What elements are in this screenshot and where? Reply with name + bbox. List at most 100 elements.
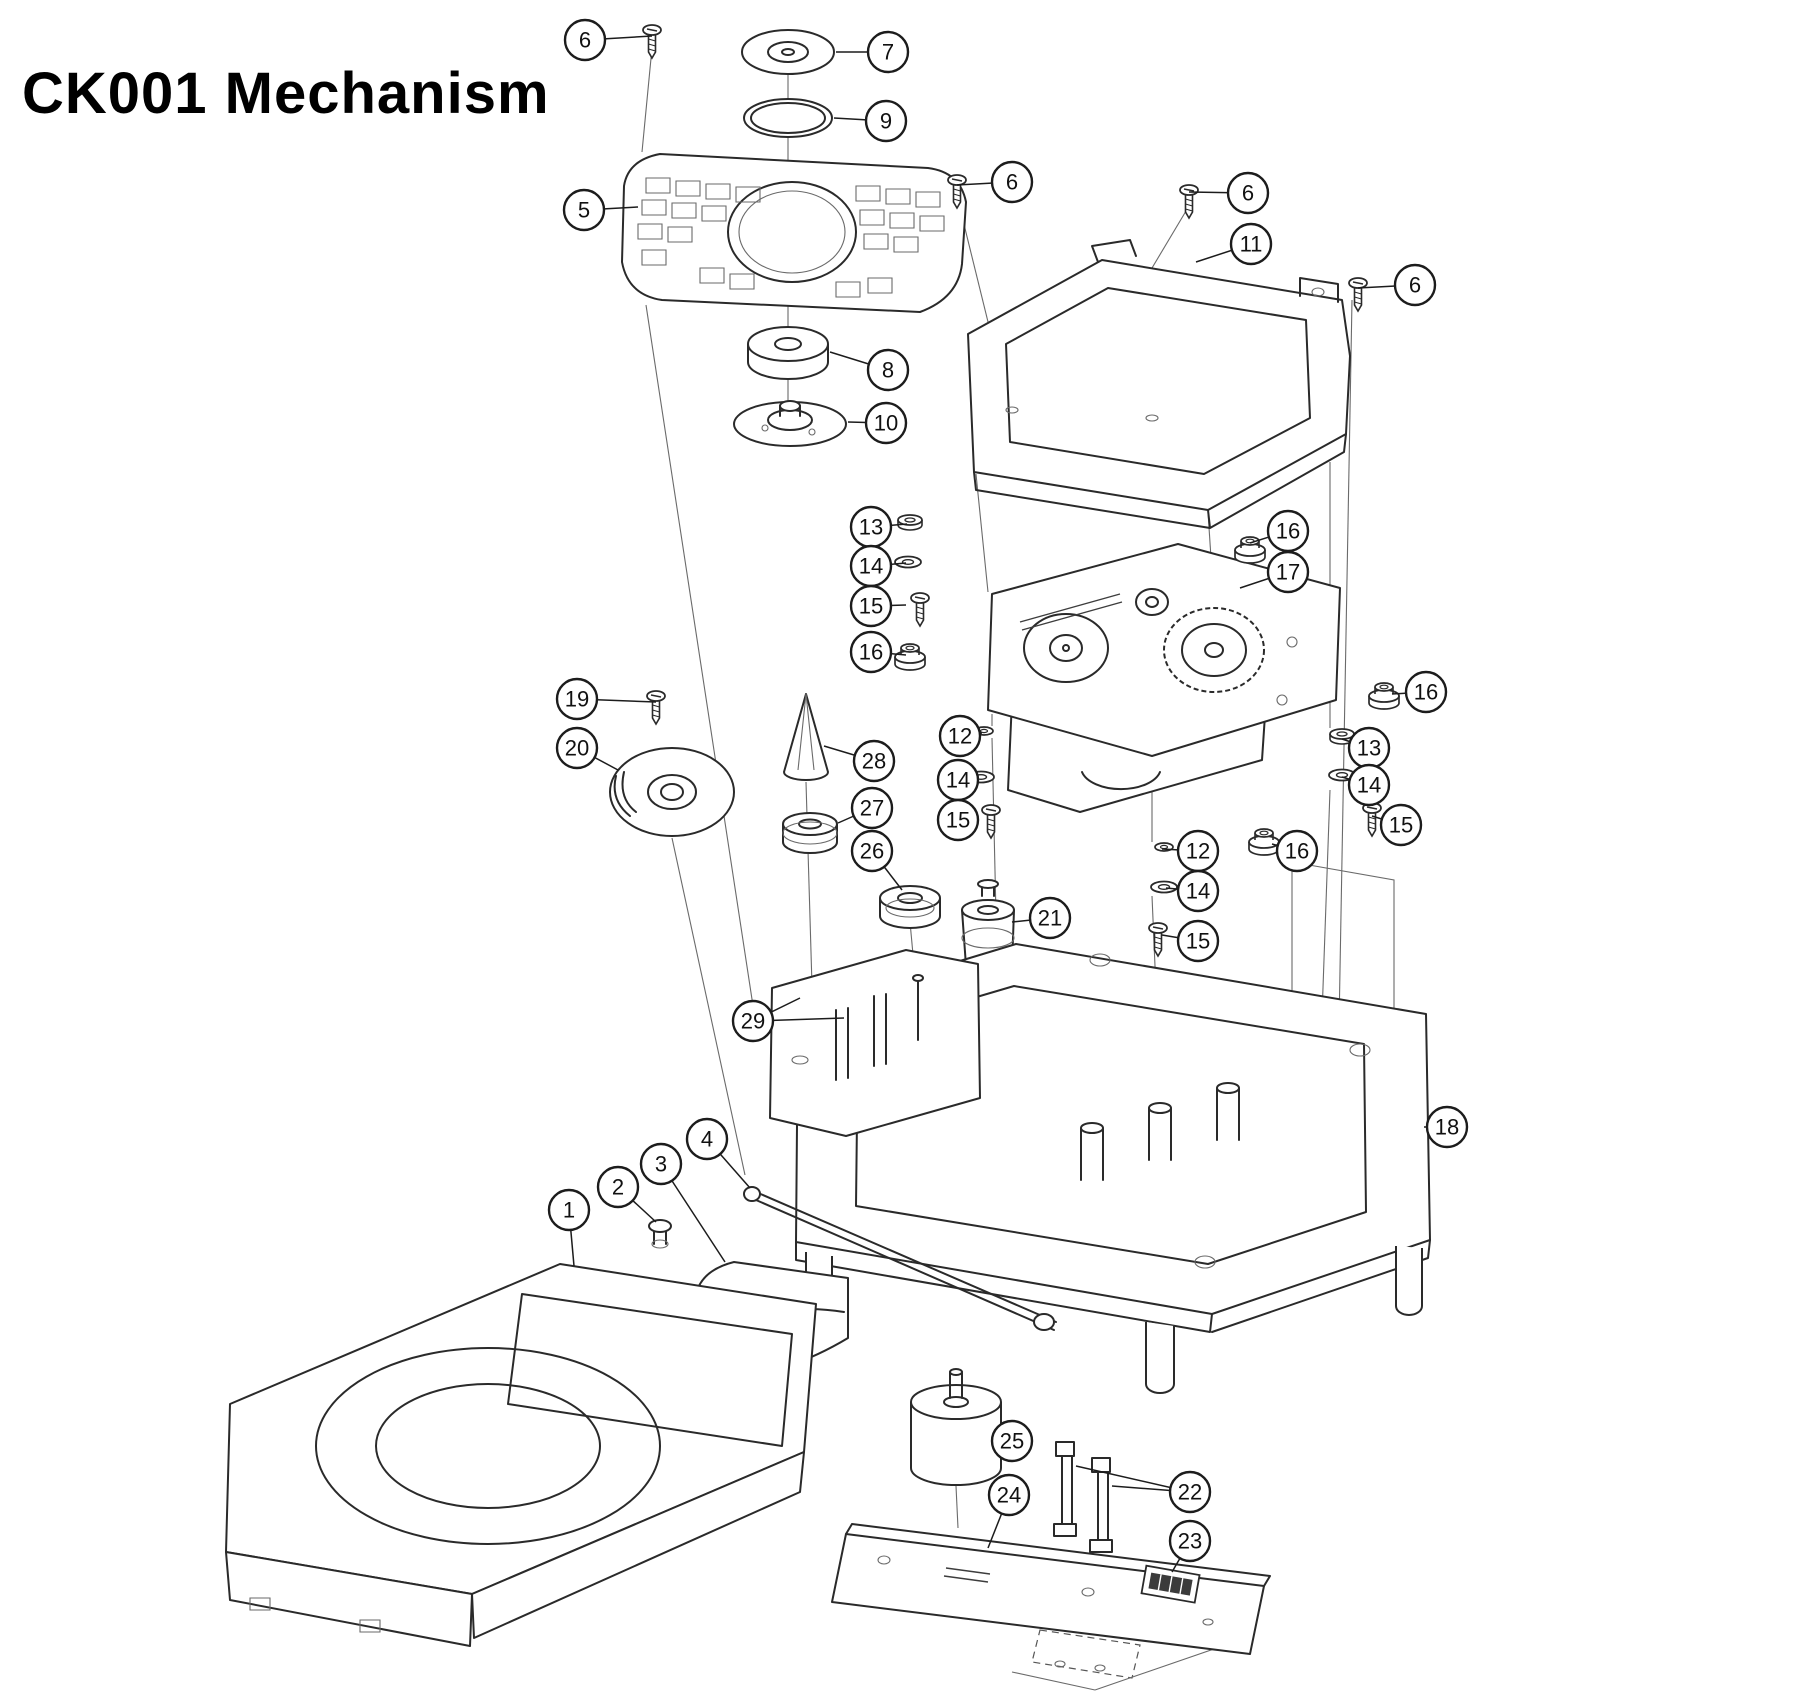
screw-15: [910, 592, 930, 627]
callout-14: 14: [936, 758, 980, 802]
part-17-traverse-assembly: [987, 543, 1341, 813]
callout-number: 7: [882, 40, 894, 65]
callout-number: 2: [612, 1175, 624, 1200]
callout-15: 15: [1371, 803, 1423, 847]
washer-14: [1150, 880, 1178, 894]
spacer-13: [897, 514, 923, 531]
part-9-ring: [743, 98, 833, 138]
callout-22: 22: [1075, 1465, 1212, 1514]
callout-number: 23: [1178, 1529, 1202, 1554]
callout-number: 14: [1357, 773, 1381, 798]
part-7-clamp-cap: [741, 29, 835, 75]
part-5-grid-plate: [621, 153, 967, 313]
callout-6: 6: [563, 18, 653, 62]
callout-number: 16: [859, 640, 883, 665]
callout-circle: [1393, 263, 1437, 307]
screw-6: [642, 24, 662, 59]
callout-14: 14: [1341, 763, 1391, 807]
callout-18: 18: [1424, 1105, 1469, 1149]
callout-circle: [849, 584, 893, 628]
callout-circle: [1425, 1105, 1469, 1149]
callout-15: 15: [849, 584, 907, 628]
callout-circle: [1229, 222, 1273, 266]
callout-number: 3: [655, 1152, 667, 1177]
callout-circle: [987, 1473, 1031, 1517]
diagram-title: CK001 Mechanism: [22, 61, 550, 126]
part-20-cam-disc: [609, 747, 735, 837]
part-10-turntable: [733, 400, 847, 447]
callout-number: 9: [880, 109, 892, 134]
callout-number: 29: [741, 1009, 765, 1034]
sub-frame: [769, 949, 981, 1137]
callout-number: 25: [1000, 1429, 1024, 1454]
callout-15: 15: [1161, 919, 1220, 963]
screw-15: [1362, 802, 1382, 837]
callout-circle: [685, 1117, 729, 1161]
callout-4: 4: [685, 1117, 751, 1189]
callout-circle: [866, 30, 910, 74]
callout-circle: [1379, 803, 1423, 847]
callout-21: 21: [1011, 896, 1072, 940]
callout-8: 8: [829, 348, 910, 392]
callout-5: 5: [562, 188, 639, 232]
part-23-connector: [1140, 1564, 1201, 1604]
callout-circle: [938, 714, 982, 758]
callout-number: 4: [701, 1127, 713, 1152]
part-22-switches: [1053, 1441, 1113, 1553]
callout-number: 6: [1006, 170, 1018, 195]
screw-15: [1148, 922, 1168, 957]
callout-3: 3: [639, 1142, 726, 1263]
callout-number: 22: [1178, 1480, 1202, 1505]
callout-number: 14: [1186, 879, 1210, 904]
callout-number: 24: [997, 1483, 1021, 1508]
callout-circle: [864, 99, 908, 143]
callout-number: 16: [1285, 839, 1309, 864]
part-8-clamp-magnet: [747, 326, 829, 380]
callout-circle: [1266, 550, 1310, 594]
callout-1: 1: [547, 1188, 591, 1267]
chassis-leg: [1395, 1246, 1423, 1316]
callout-27: 27: [837, 786, 894, 830]
grommet-16: [1248, 828, 1280, 856]
callout-14: 14: [1165, 869, 1220, 913]
callout-number: 14: [946, 768, 970, 793]
callout-20: 20: [555, 726, 619, 771]
callout-number: 15: [946, 808, 970, 833]
callout-number: 14: [859, 554, 883, 579]
callout-7: 7: [836, 30, 910, 74]
callout-6: 6: [1357, 263, 1437, 307]
callout-number: 5: [578, 198, 590, 223]
callout-number: 13: [1357, 736, 1381, 761]
callout-circle: [850, 786, 894, 830]
callout-circle: [1028, 896, 1072, 940]
callout-number: 1: [563, 1198, 575, 1223]
callout-16: 16: [1271, 829, 1319, 873]
part-11-clamp-frame: [967, 239, 1351, 529]
callout-number: 17: [1276, 560, 1300, 585]
callout-number: 10: [874, 411, 898, 436]
callout-number: 6: [579, 28, 591, 53]
callout-24: 24: [987, 1473, 1031, 1549]
part-28-cone-spring: [783, 693, 829, 781]
callout-number: 12: [948, 724, 972, 749]
callout-circle: [850, 829, 894, 873]
callout-number: 15: [1186, 929, 1210, 954]
callout-11: 11: [1195, 222, 1273, 266]
callout-number: 26: [860, 839, 884, 864]
callout-number: 28: [862, 749, 886, 774]
part-1-disc-tray: [225, 1263, 817, 1647]
callout-number: 21: [1038, 906, 1062, 931]
callout-number: 6: [1409, 273, 1421, 298]
callout-circle: [1168, 1519, 1212, 1563]
callout-number: 11: [1240, 232, 1263, 257]
callout-circle: [563, 18, 607, 62]
chassis-leg: [1145, 1322, 1175, 1394]
part-25-loading-motor: [910, 1368, 1002, 1486]
callout-number: 13: [859, 515, 883, 540]
callout-number: 16: [1414, 680, 1438, 705]
part-27-washer-stack: [782, 812, 838, 854]
callout-circle: [990, 1419, 1034, 1463]
callout-circle: [562, 188, 606, 232]
